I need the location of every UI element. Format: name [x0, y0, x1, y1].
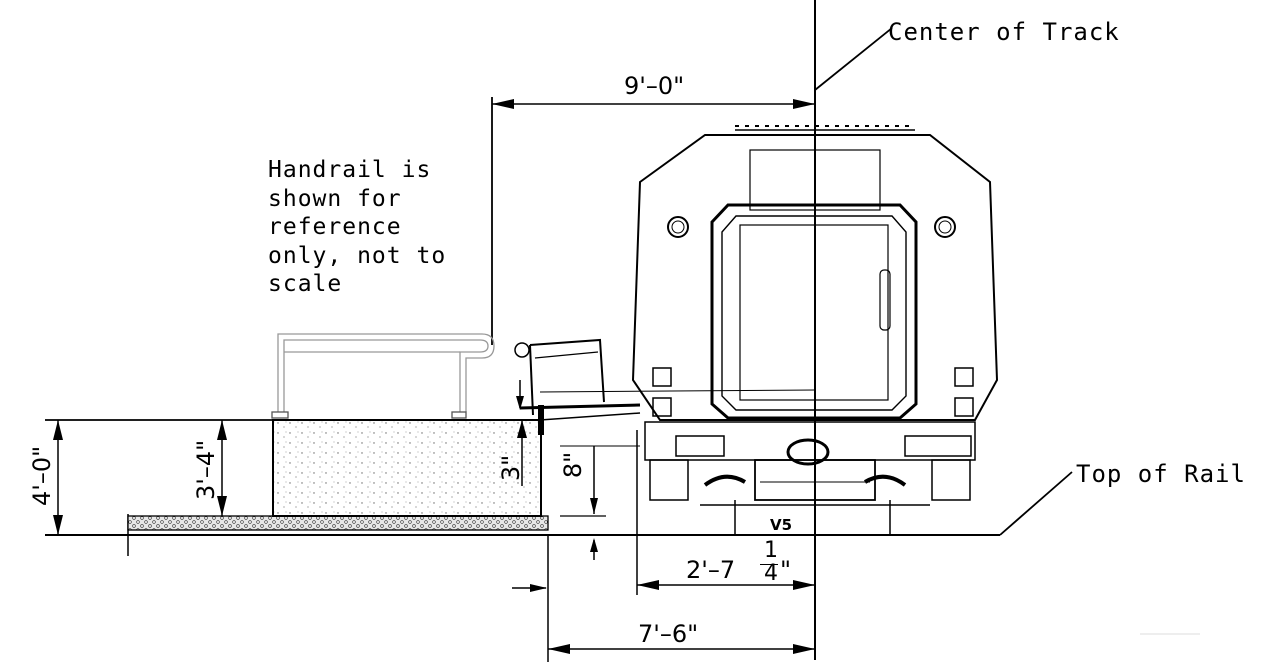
note-line: reference — [268, 214, 402, 240]
dim-2ft7-label: 2'–7 — [686, 556, 736, 584]
dim-2ft7-denominator: 4 — [764, 561, 778, 586]
dim-7ft6-label: 7'–6" — [638, 620, 699, 648]
dim-3in-label: 3" — [497, 454, 525, 482]
dim-3in — [516, 380, 527, 486]
ground — [45, 514, 1000, 560]
platform-block — [45, 412, 641, 517]
car-mark-label: V5 — [770, 516, 793, 534]
note-line: shown for — [268, 185, 402, 212]
top-of-rail-leader — [999, 471, 1073, 536]
boarding-bridge — [514, 338, 816, 435]
dim-4ft — [53, 420, 63, 535]
handrail-note: Handrail is shown for reference only, no… — [268, 156, 446, 299]
center-of-track-line — [814, 0, 893, 660]
center-of-track-label: Center of Track — [888, 18, 1120, 46]
dim-9ft-line — [491, 97, 815, 345]
dim-3ft4-label: 3'–4" — [192, 439, 220, 500]
dim-2ft7-numerator: 1 — [764, 538, 778, 563]
dim-9ft-label: 9'–0" — [624, 72, 685, 100]
dim-4ft-label: 4'–0" — [28, 445, 56, 506]
handrail — [271, 333, 495, 419]
train-car — [631, 125, 999, 535]
note-line: Handrail is — [268, 157, 432, 183]
dim-7ft6 — [512, 560, 815, 662]
dim-8in — [560, 445, 640, 560]
dim-3ft4 — [217, 420, 227, 516]
dim-8in-label: 8" — [559, 451, 587, 479]
dim-2ft7 — [636, 430, 815, 595]
fraction-bar — [760, 564, 778, 565]
top-of-rail-label: Top of Rail — [1076, 460, 1246, 488]
note-line: only, not to — [268, 242, 447, 269]
note-line: scale — [268, 271, 343, 297]
dim-2ft7-unit: " — [780, 556, 792, 584]
